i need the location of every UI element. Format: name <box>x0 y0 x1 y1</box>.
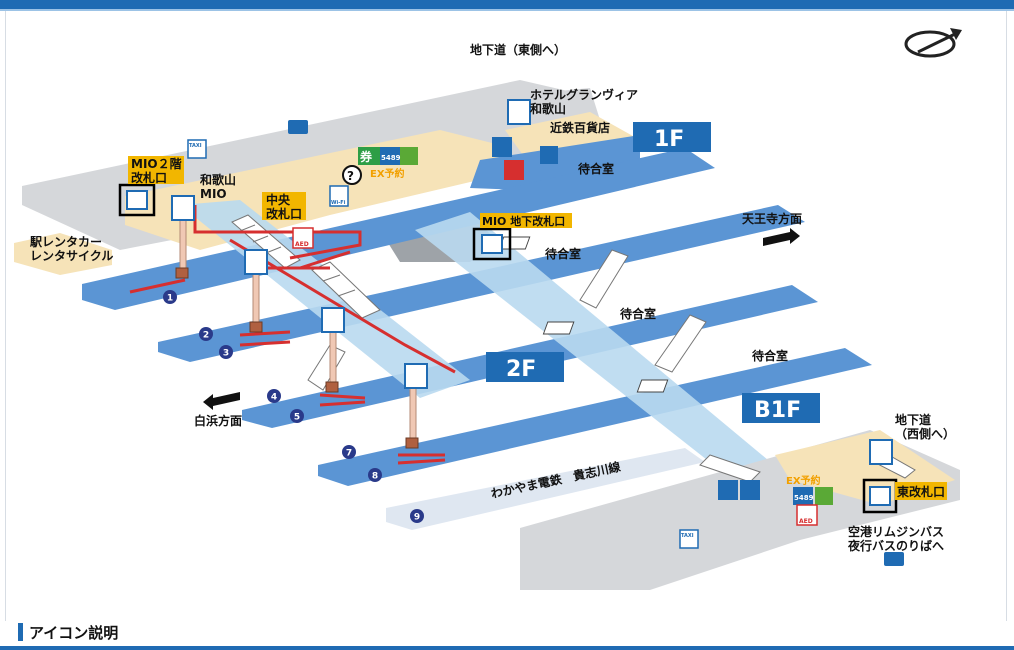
label-waiting-2: 待合室 <box>545 246 581 261</box>
stair-5 <box>654 314 707 373</box>
waiting-room-box-3 <box>636 379 669 393</box>
label-airport-bus: 空港リムジンバス夜行バスのりばへ <box>847 524 944 553</box>
ticket-5489-icon <box>380 147 813 505</box>
label-waiting-4: 待合室 <box>752 348 788 363</box>
label-floor-2f: 2F <box>506 357 536 382</box>
bus-icon <box>288 120 904 566</box>
wheelchair-icon <box>540 146 558 164</box>
label-taxi-1: TAXI <box>189 143 202 149</box>
platform-marker-7 <box>342 445 356 459</box>
label-waiting-1: 待合室 <box>578 161 614 176</box>
platform-2-3 <box>158 205 805 362</box>
label-ticket-5489: 5489 <box>381 154 401 162</box>
mio-b1-gate-label-bg <box>480 213 572 228</box>
platform-number-7: 7 <box>346 449 352 459</box>
platform-marker-4 <box>267 389 281 403</box>
label-rental: 駅レンタカーレンタサイクル <box>29 235 113 263</box>
underpass-b1 <box>415 212 780 478</box>
platform-number-1: 1 <box>167 294 173 304</box>
arrow-tennoji <box>763 228 800 246</box>
label-taxi-2: TAXI <box>681 533 694 539</box>
floor-badge-1f <box>633 122 711 152</box>
floor-badge-b1f <box>742 393 820 423</box>
label-ticket-5489-b: 5489 <box>794 494 814 502</box>
rental-area <box>14 233 112 275</box>
platform-marker-2 <box>199 327 213 341</box>
platform-number-8: 8 <box>372 472 378 482</box>
platform-1 <box>82 148 715 310</box>
east-gate-label-bg <box>895 482 947 500</box>
left-border <box>5 11 6 621</box>
platform-number-markers: 1 2 3 4 5 7 8 9 <box>163 290 424 523</box>
top-band-accent <box>0 9 1014 11</box>
gate-icon-mio2f <box>118 183 156 217</box>
label-floor-b1f: B1F <box>754 398 801 423</box>
green-ticket-icon <box>400 147 833 505</box>
stair-4 <box>579 249 629 309</box>
label-ex-2: EX予約 <box>786 474 821 487</box>
label-wifi: Wi-Fi <box>331 200 346 206</box>
ticket-kanji-icon <box>358 147 380 165</box>
platform-number-3: 3 <box>223 349 229 359</box>
label-aed-1: AED <box>295 241 309 248</box>
waiting-room-box-2 <box>542 321 575 335</box>
elevator-boxes <box>175 267 419 449</box>
label-aed-2: AED <box>799 518 813 525</box>
platform-9 <box>386 448 705 530</box>
map-labels: 地下道（東側へ） ホテルグランヴィア和歌山 近鉄百貨店 待合室 MIO２階改札口… <box>29 42 955 553</box>
top-band <box>0 0 1014 9</box>
label-shirahama: 白浜方面 <box>194 413 242 428</box>
platform-marker-1 <box>163 290 177 304</box>
platform-number-5: 5 <box>294 413 300 423</box>
platform-marker-3 <box>219 345 233 359</box>
platform-marker-9 <box>410 509 424 523</box>
platform-number-2: 2 <box>203 331 209 341</box>
waiting-room-box-1 <box>498 236 531 250</box>
platform-number-4: 4 <box>271 393 277 403</box>
floor-badge-2f <box>486 352 564 382</box>
label-underground-west: 地下道（西側へ） <box>895 412 955 441</box>
elevator-icons <box>171 99 893 465</box>
central-gate-label-bg <box>262 192 306 220</box>
label-tennoji: 天王寺方面 <box>742 211 802 226</box>
label-floor-1f: 1F <box>654 127 684 152</box>
legend-marker <box>18 623 23 641</box>
label-ticket-kanji: 券 <box>359 149 373 164</box>
taxi-icon <box>187 139 699 549</box>
label-ex-1: EX予約 <box>370 167 405 180</box>
platform-7-8 <box>318 348 872 486</box>
label-hotel: ホテルグランヴィア和歌山 <box>529 87 638 116</box>
aed-icon <box>292 227 818 526</box>
mio2f-gate-label-bg <box>128 156 184 184</box>
label-kintetsu: 近鉄百貨店 <box>550 120 610 135</box>
label-question: ? <box>347 169 354 183</box>
gate-icon-b1 <box>472 227 512 261</box>
icon-legend-header: アイコン説明 <box>18 621 118 643</box>
route-lines <box>129 205 456 465</box>
bottom-band <box>0 646 1014 650</box>
label-east-gate: 東改札口 <box>897 484 945 499</box>
label-mio-b1-gate: MIO 地下改札口 <box>482 214 565 228</box>
info-icon <box>342 165 362 185</box>
right-border <box>1006 11 1007 621</box>
platform-marker-8 <box>368 468 382 482</box>
platform-marker-5 <box>290 409 304 423</box>
arrow-shirahama <box>203 392 240 410</box>
legend-title: アイコン説明 <box>29 623 119 642</box>
label-waiting-3: 待合室 <box>620 306 656 321</box>
label-central-gate: 中央改札口 <box>266 192 302 221</box>
platform-number-9: 9 <box>414 513 420 523</box>
label-underground-east: 地下道（東側へ） <box>470 42 566 57</box>
north-compass-icon <box>904 28 962 58</box>
label-mio2f-gate: MIO２階改札口 <box>131 156 182 185</box>
wifi-icon <box>329 185 349 207</box>
